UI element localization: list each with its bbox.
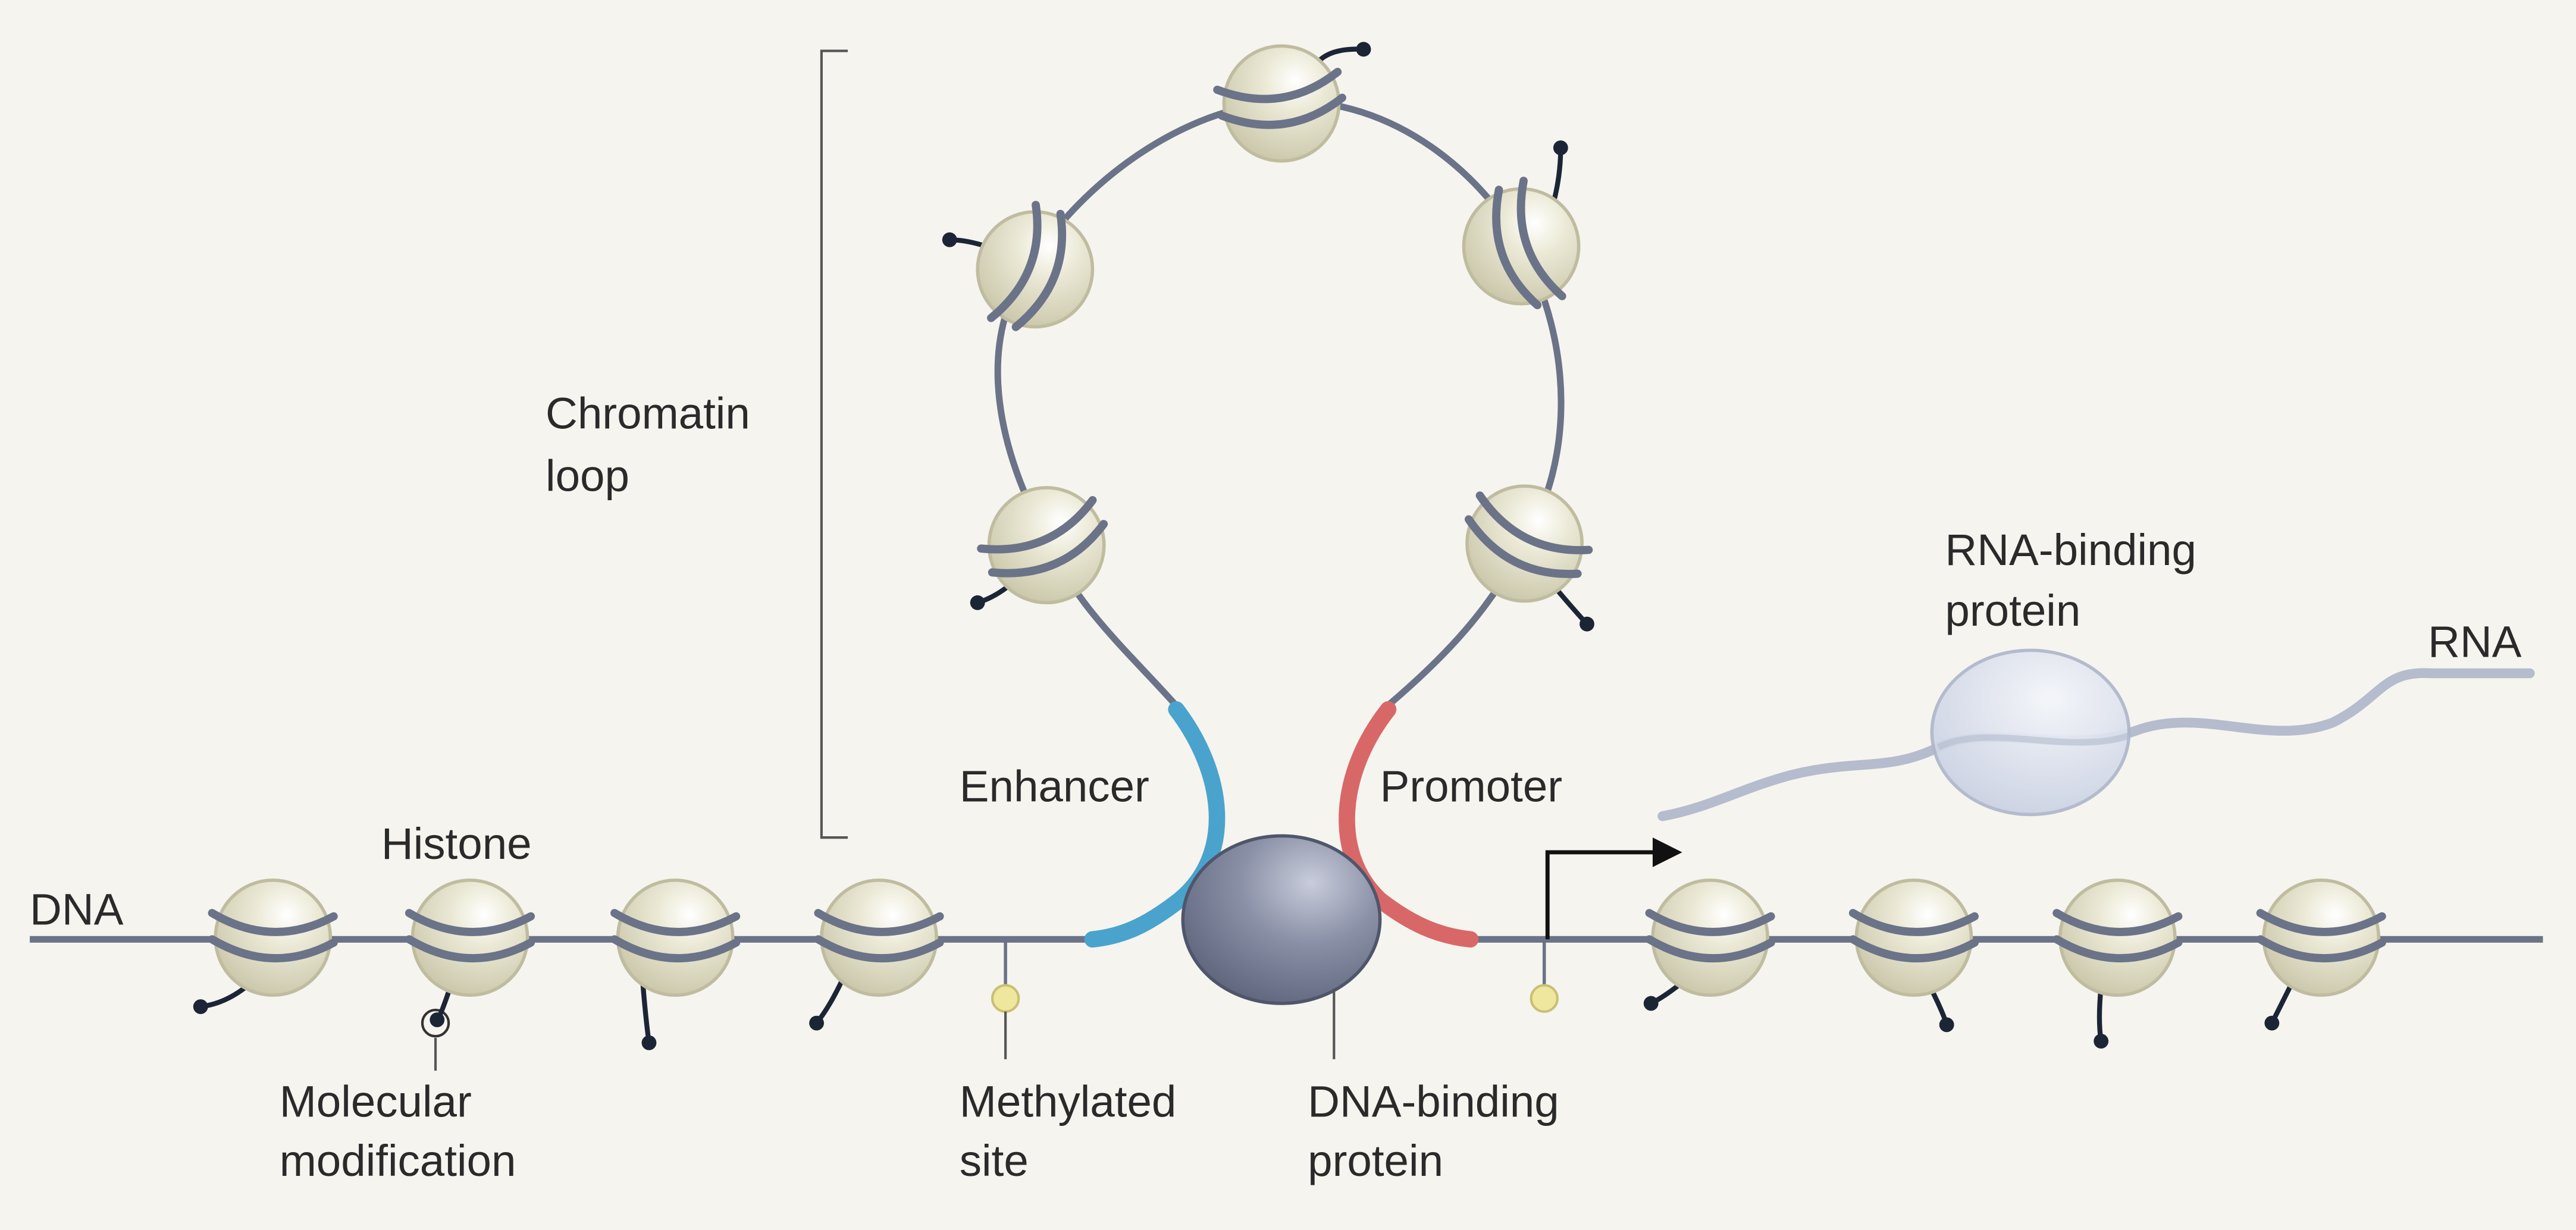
promoter-label: Promoter — [1380, 761, 1563, 811]
chromatin-loop-label-line1: Chromatin — [546, 389, 750, 438]
methylated-site-label-line1: Methylated — [960, 1077, 1177, 1126]
nucleosome-icon — [1462, 140, 1581, 309]
modification-knob-icon — [193, 999, 208, 1014]
rna-label: RNA — [2428, 617, 2522, 666]
modification-knob-icon — [1553, 140, 1568, 155]
methylated-site-left — [991, 939, 1020, 1059]
methyl-group-icon — [1530, 984, 1559, 1013]
chromatin-loop-label-line2: loop — [546, 451, 629, 501]
histone-bead — [2058, 878, 2177, 997]
dna-wrap-bands — [814, 909, 944, 963]
arrow-head — [1652, 837, 1682, 867]
transcription-start-arrow-icon — [1545, 850, 1656, 940]
chromatin-loop-strand — [994, 98, 1565, 712]
nucleosome-icon — [193, 878, 338, 1014]
histone-bead — [616, 878, 735, 997]
enhancer-label: Enhancer — [960, 761, 1149, 811]
histone-bead — [214, 878, 333, 997]
histone-bead — [1651, 878, 1769, 997]
nucleosome-icon — [970, 486, 1108, 610]
nucleosome-icon — [2256, 878, 2386, 1031]
dna-binding-protein-label-line2: protein — [1308, 1136, 1443, 1185]
dna-wrap-bands — [1492, 177, 1566, 309]
histone-label: Histone — [381, 819, 532, 868]
dna-wrap-bands — [1213, 67, 1346, 129]
modification-knob-icon — [1939, 1017, 1954, 1033]
histone-bead — [1854, 878, 1973, 997]
rna-binding-protein-label-line2: protein — [1945, 586, 2080, 635]
methylated-site-right — [1530, 939, 1559, 1013]
nucleosome-group — [193, 42, 2386, 1050]
nucleosome-icon — [1848, 878, 1979, 1033]
methylated-site-label-line2: site — [960, 1136, 1029, 1185]
dna-wrap-bands — [1848, 909, 1979, 963]
histone-bead — [1222, 44, 1341, 163]
modification-knob-icon — [942, 232, 957, 247]
modification-knob-icon — [1643, 996, 1659, 1011]
dna-wrap-bands — [987, 200, 1067, 331]
histone-bead — [410, 878, 529, 997]
chromatin-loop-bracket — [820, 49, 848, 839]
nucleosome-icon — [1213, 42, 1371, 163]
dna-binding-protein-blob — [1181, 834, 1382, 1005]
modification-knob-icon — [809, 1015, 825, 1031]
modification-knob-icon — [2264, 1015, 2280, 1031]
molecular-modification-label-line1: Molecular — [280, 1077, 472, 1126]
methyl-group-icon — [991, 984, 1020, 1013]
modification-knob-icon — [1580, 616, 1594, 632]
nucleosome-icon — [809, 878, 944, 1031]
modification-knob-icon — [2094, 1034, 2109, 1049]
rna-binding-protein-label-line1: RNA-binding — [1945, 525, 2196, 575]
histone-tail-icon — [1552, 585, 1589, 626]
dna-wrap-bands — [208, 909, 338, 963]
dna-label: DNA — [30, 884, 124, 934]
histone-bead — [820, 878, 938, 997]
nucleosome-icon — [942, 200, 1095, 331]
histone-tail-icon — [814, 977, 845, 1025]
modification-knob-icon — [641, 1035, 657, 1050]
nucleosome-icon — [2052, 878, 2183, 1049]
modification-knob-icon — [970, 595, 985, 610]
dna-binding-protein-label-line1: DNA-binding — [1308, 1077, 1559, 1126]
histone-tail-icon — [2096, 986, 2104, 1042]
nucleosome-icon — [1464, 484, 1594, 632]
dna-wrap-bands — [2052, 909, 2183, 963]
molecular-modification-label-line2: modification — [280, 1136, 516, 1185]
nucleosome-icon — [610, 878, 741, 1050]
modification-target-icon — [421, 1008, 450, 1038]
dna-wrap-bands — [1645, 909, 1775, 963]
nucleosome-icon — [1643, 878, 1775, 1011]
dna-wrap-bands — [1464, 491, 1593, 578]
rna-strand-through-protein — [1936, 732, 2130, 751]
modification-knob-icon — [1356, 42, 1371, 57]
dna-wrap-bands — [2256, 909, 2386, 963]
dna-wrap-bands — [977, 496, 1108, 578]
rna-binding-protein-blob — [1930, 648, 2131, 817]
dna-wrap-bands — [405, 909, 535, 963]
dna-wrap-bands — [610, 909, 741, 963]
histone-bead — [2262, 878, 2381, 997]
nucleosome-icon — [405, 878, 535, 1028]
modification-knob-icon — [430, 1012, 445, 1028]
histone-tail-icon — [1552, 148, 1563, 201]
